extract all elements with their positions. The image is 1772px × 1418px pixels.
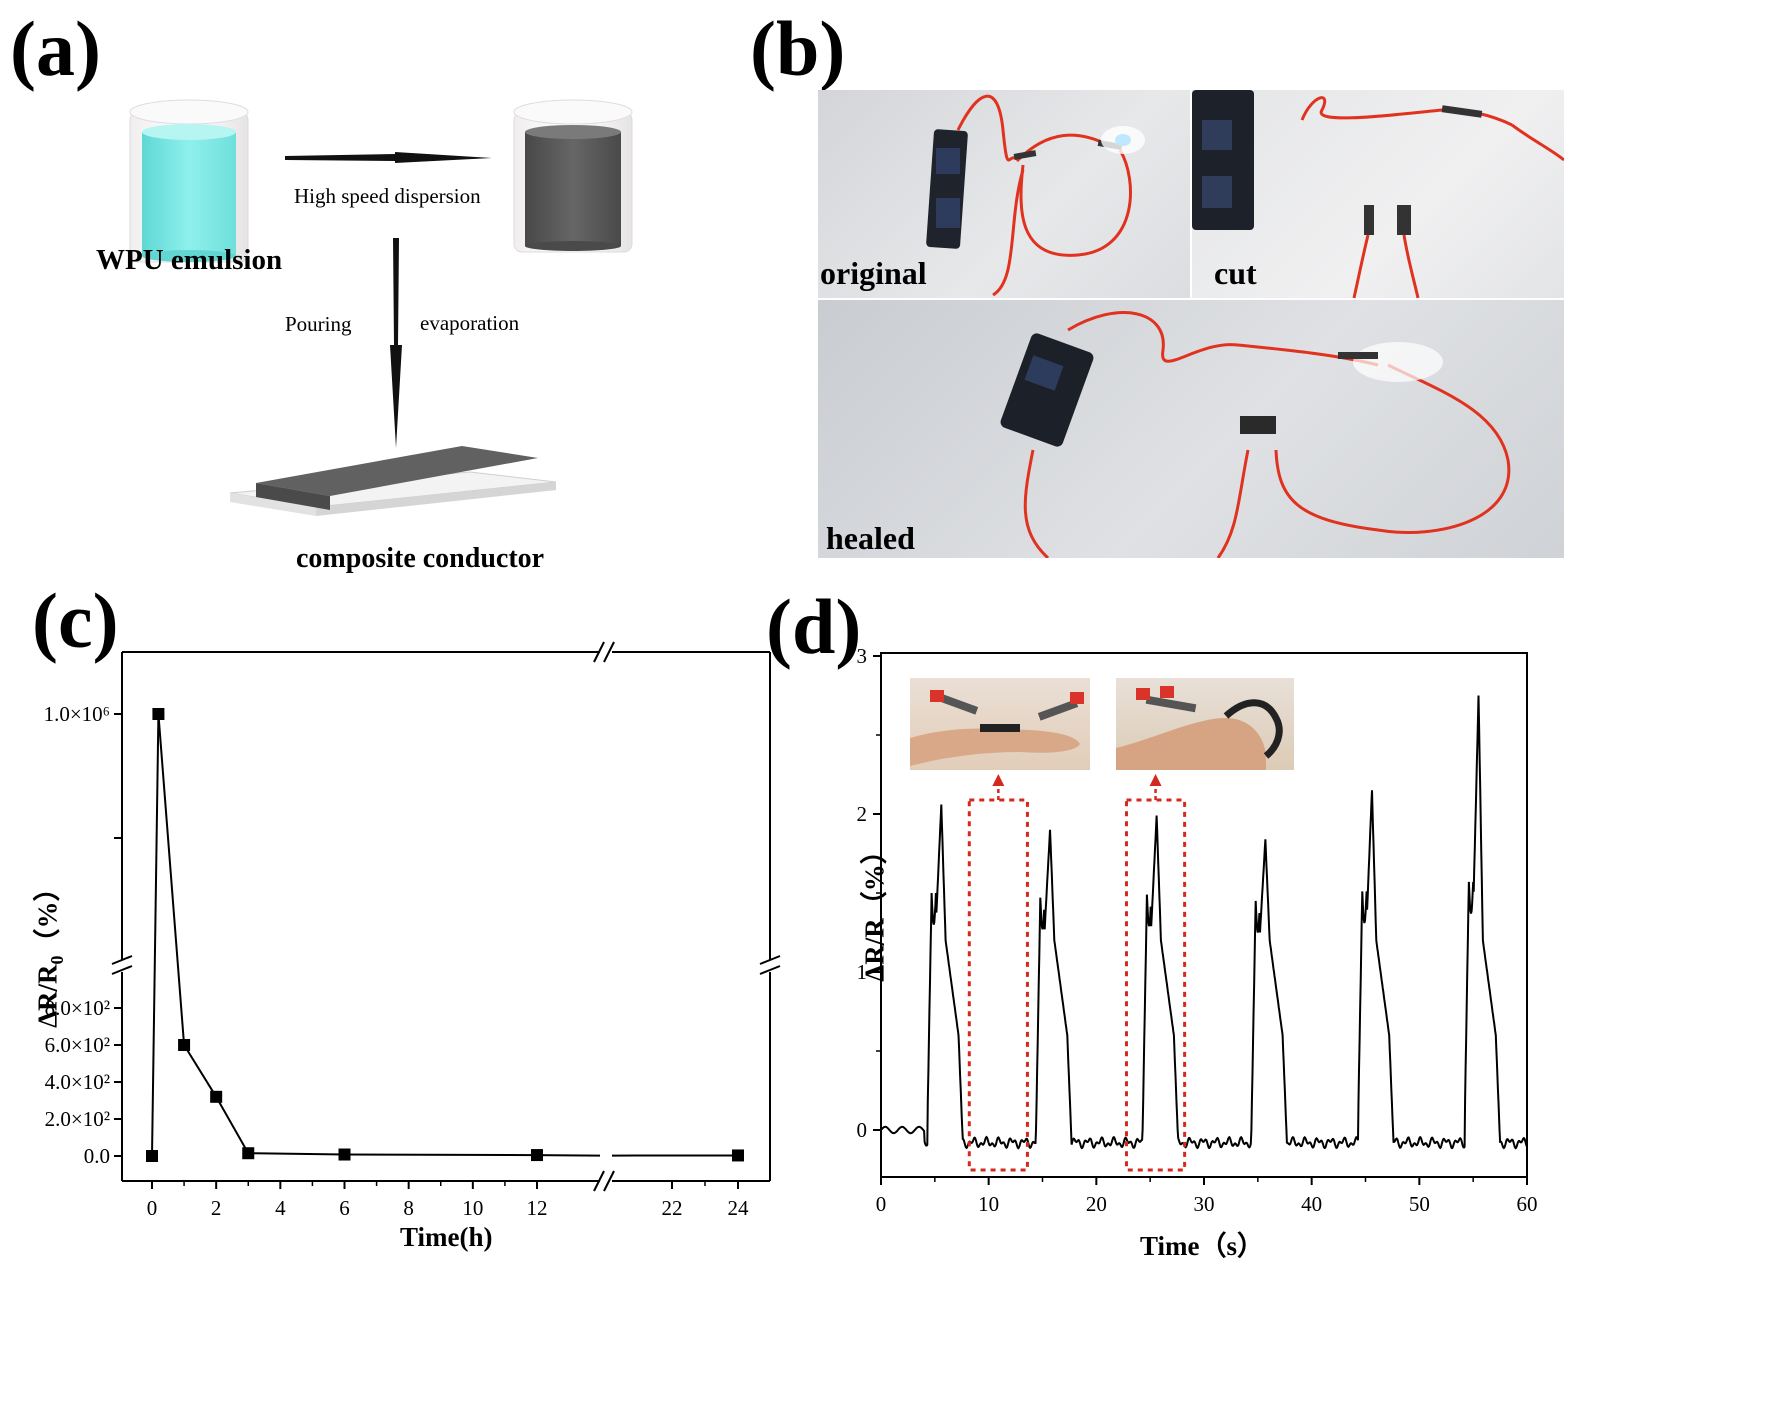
- d-xtick-label: 60: [1517, 1192, 1538, 1216]
- c-series-line: [536, 1154, 601, 1157]
- c-data-point: [146, 1150, 158, 1162]
- emulsion-jar: [129, 99, 249, 263]
- c-ytick-label: 6.0×10²: [45, 1033, 110, 1057]
- d-highlight-box: [967, 798, 1029, 1172]
- c-ybreak-mark: [759, 955, 781, 965]
- c-series-line: [344, 1153, 538, 1157]
- c-ytick-label: 2.0×10²: [45, 1107, 110, 1131]
- c-data-point: [152, 708, 165, 720]
- inset-photo-bent-finger: [1116, 678, 1294, 770]
- pouring-label: Pouring: [285, 312, 352, 336]
- c-series-line: [215, 1096, 250, 1154]
- panel-d-chart: 0 10 20 30 40 50 60 0 1 2 3: [857, 644, 1538, 1216]
- c-ytick-label: 1.0×10⁶: [44, 702, 110, 726]
- photo-caption-original: original: [820, 255, 927, 291]
- panel-d-label: (d): [766, 583, 862, 670]
- c-ytick-label: 0.0: [84, 1144, 110, 1168]
- c-ytick-label: 8.0×10²: [45, 996, 110, 1020]
- panel-c-ylabel: ΔR/R0（%）: [32, 874, 67, 1028]
- d-xtick-label: 50: [1409, 1192, 1430, 1216]
- d-ytick-label: 0: [857, 1118, 868, 1142]
- c-data-point: [242, 1147, 255, 1160]
- dispersion-arrow: [285, 152, 492, 163]
- photo-caption-healed: healed: [826, 520, 915, 556]
- c-xtick-label: 4: [275, 1196, 286, 1220]
- c-xtick-label: 22: [662, 1196, 683, 1220]
- c-series-line: [248, 1152, 345, 1156]
- c-ybreak-mark: [111, 965, 133, 975]
- photo-healed: healed: [818, 300, 1564, 558]
- c-ytick-label: 4.0×10²: [45, 1070, 110, 1094]
- d-xtick-label: 10: [978, 1192, 999, 1216]
- c-data-point: [531, 1149, 543, 1162]
- panel-a-schematic: [129, 99, 633, 516]
- emulsion-label: WPU emulsion: [96, 244, 283, 276]
- c-xtick-label: 12: [527, 1196, 548, 1220]
- c-xbreak-mark: [593, 641, 605, 663]
- panel-c-label: (c): [32, 577, 119, 664]
- c-data-point: [732, 1149, 744, 1162]
- c-xbreak-mark: [603, 1170, 615, 1192]
- panel-c-xlabel: Time(h): [400, 1222, 493, 1252]
- d-highlight-arrowhead: [992, 774, 1005, 786]
- composite-film: [229, 446, 557, 516]
- c-series-line: [151, 713, 160, 1157]
- d-ytick-label: 1: [857, 960, 868, 984]
- photo-cut: cut: [1192, 90, 1564, 298]
- panel-d-highlights: [967, 774, 1187, 1172]
- dispersion-label: High speed dispersion: [294, 184, 481, 208]
- c-xbreak-mark: [593, 1170, 605, 1192]
- panel-d-ylabel: ΔR/R（%）: [859, 837, 890, 982]
- d-xtick-label: 40: [1301, 1192, 1322, 1216]
- photo-original: original: [818, 90, 1190, 298]
- c-data-point: [210, 1090, 223, 1103]
- c-data-point: [338, 1148, 351, 1161]
- d-ytick-label: 2: [857, 802, 868, 826]
- d-highlight-arrowhead: [1149, 774, 1162, 786]
- c-series-line: [183, 1044, 218, 1098]
- c-xtick-label: 6: [339, 1196, 350, 1220]
- c-xtick-label: 24: [728, 1196, 750, 1220]
- c-xtick-label: 8: [403, 1196, 414, 1220]
- panel-d-ticks: 0 10 20 30 40 50 60 0 1 2 3: [857, 644, 1538, 1216]
- d-ytick-label: 3: [857, 644, 868, 668]
- panel-a-label: (a): [10, 5, 101, 92]
- d-highlight-box: [1124, 798, 1187, 1172]
- c-xtick-label: 0: [147, 1196, 158, 1220]
- c-series-line: [157, 713, 186, 1046]
- panel-d-series: [880, 695, 1528, 1150]
- evaporation-label: evaporation: [420, 311, 520, 335]
- pouring-arrow: [390, 238, 402, 448]
- c-data-point: [178, 1039, 191, 1051]
- inset-photo-straight-finger: [910, 678, 1090, 770]
- photo-caption-cut: cut: [1214, 255, 1257, 291]
- product-label: composite conductor: [296, 543, 545, 574]
- d-xtick-label: 30: [1194, 1192, 1215, 1216]
- d-xtick-label: 20: [1086, 1192, 1107, 1216]
- c-xtick-label: 2: [211, 1196, 222, 1220]
- panel-d-xlabel: Time（s）: [1140, 1231, 1265, 1261]
- panel-c-series: [146, 708, 744, 1162]
- d-xtick-label: 0: [876, 1192, 887, 1216]
- c-ybreak-mark: [111, 955, 133, 965]
- c-ybreak-mark: [759, 965, 781, 975]
- d-series-line: [880, 695, 1528, 1150]
- panel-b-label: (b): [750, 5, 846, 92]
- c-xtick-label: 10: [462, 1196, 483, 1220]
- dispersion-jar: [513, 99, 633, 253]
- c-xbreak-mark: [603, 641, 615, 663]
- panel-c-frame: [111, 641, 781, 1192]
